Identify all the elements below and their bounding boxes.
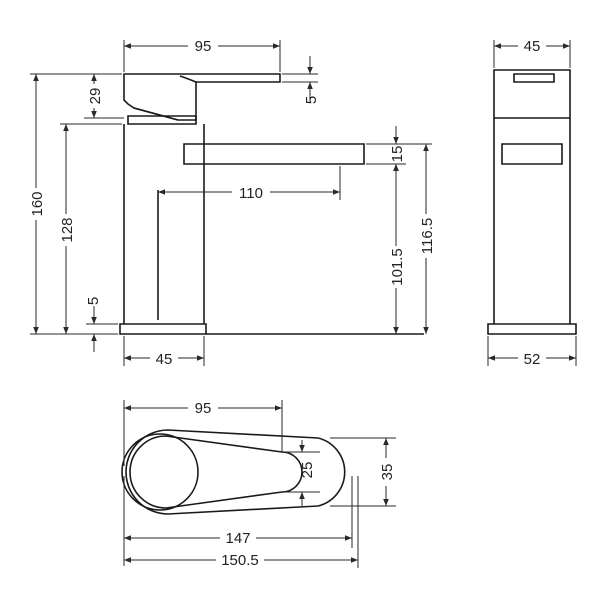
side-view: 45 52	[487, 37, 577, 368]
label-front-width: 95	[195, 38, 212, 55]
label-spout-height-high: 116.5	[419, 218, 436, 254]
dim-front-width-95: 95	[123, 36, 281, 72]
label-side-top-width: 45	[524, 38, 541, 55]
label-base-thickness: 5	[85, 297, 102, 305]
top-view: 95 25 35 147	[121, 398, 396, 569]
dim-base-thickness-5: 5	[85, 297, 118, 352]
faucet-side-outline	[487, 69, 577, 335]
front-view: 95 5 29 160	[28, 36, 436, 368]
label-lever-height: 29	[87, 88, 104, 105]
dim-lever-height-29: 29	[84, 73, 124, 119]
dim-top-length-147: 147	[123, 476, 353, 566]
faucet-top-outline	[121, 429, 346, 515]
label-top-handle-width: 35	[379, 464, 396, 481]
label-top-length-total: 150.5	[221, 552, 259, 569]
label-body-height: 128	[59, 217, 76, 242]
dim-body-height-128: 128	[58, 123, 122, 334]
dim-spout-thickness-15: 15	[366, 126, 432, 182]
label-top-lever-width: 25	[299, 462, 316, 479]
faucet-front-outline	[119, 73, 424, 335]
dim-top-length-150-5: 150.5	[124, 476, 359, 569]
dim-spout-reach-110: 110	[158, 166, 341, 202]
label-total-height: 160	[29, 191, 46, 216]
dim-side-base-52: 52	[487, 336, 577, 368]
dim-spout-height-116-5: 116.5	[417, 144, 436, 334]
dim-spout-height-101-5: 101.5	[387, 164, 406, 334]
dim-top-handle-35: 35	[330, 437, 396, 507]
label-top-length-inner: 147	[225, 530, 250, 547]
label-side-base-width: 52	[524, 351, 541, 368]
label-spout-height-low: 101.5	[389, 248, 406, 286]
dim-top-lever-width-25: 25	[284, 440, 320, 506]
dim-top-lever-95: 95	[123, 398, 283, 466]
label-base-width: 45	[156, 351, 173, 368]
label-spout-thickness: 15	[389, 146, 406, 163]
dim-side-top-45: 45	[493, 37, 571, 68]
label-spout-reach: 110	[239, 185, 263, 202]
dim-lever-gap-5: 5	[282, 56, 320, 104]
dim-base-width-45: 45	[123, 336, 205, 368]
label-top-lever-length: 95	[195, 400, 212, 417]
dim-total-height-160: 160	[28, 73, 120, 335]
label-lever-gap: 5	[303, 96, 320, 104]
